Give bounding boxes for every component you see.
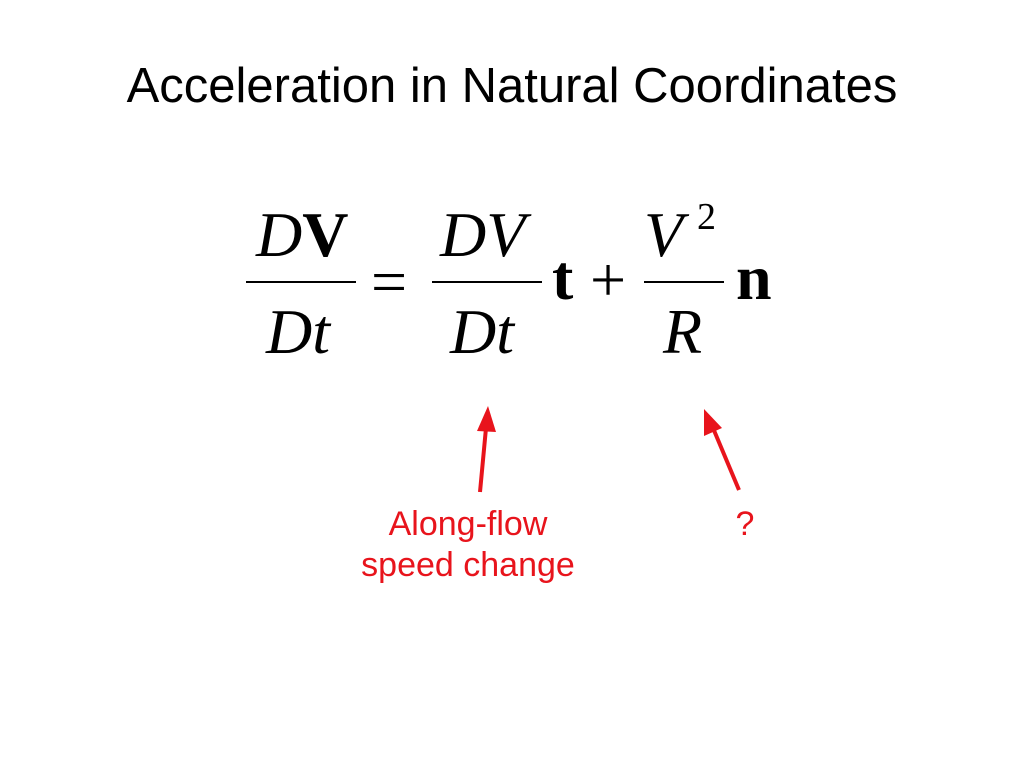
question-mark-label: ? xyxy=(735,505,755,543)
along-flow-label: Along-flow speed change xyxy=(318,504,618,586)
term2-fraction-bar xyxy=(644,281,724,283)
lhs-numerator: DV xyxy=(256,203,348,267)
term1-fraction-bar xyxy=(432,281,542,283)
equals-sign: = xyxy=(371,246,408,317)
term2-numerator: V xyxy=(644,199,684,270)
arrow-to-speed-term xyxy=(477,406,496,493)
lhs-denominator: Dt xyxy=(266,296,330,367)
plus-sign: + xyxy=(590,244,627,315)
term1-denominator: Dt xyxy=(450,296,514,367)
normal-unit-vector: n xyxy=(736,242,772,313)
term1-numerator: DV xyxy=(440,199,526,270)
lhs-numerator-d: D xyxy=(256,199,303,270)
term2-exponent: 2 xyxy=(697,196,716,238)
along-flow-label-line1: Along-flow xyxy=(388,505,548,543)
arrow-to-curvature-term xyxy=(704,409,741,491)
lhs-numerator-v: V xyxy=(302,199,349,270)
lhs-fraction-bar xyxy=(246,281,356,283)
term2-denominator: R xyxy=(663,296,703,367)
tangent-unit-vector: t xyxy=(552,242,574,313)
along-flow-label-line2: speed change xyxy=(361,545,575,584)
slide-title: Acceleration in Natural Coordinates xyxy=(126,59,898,113)
